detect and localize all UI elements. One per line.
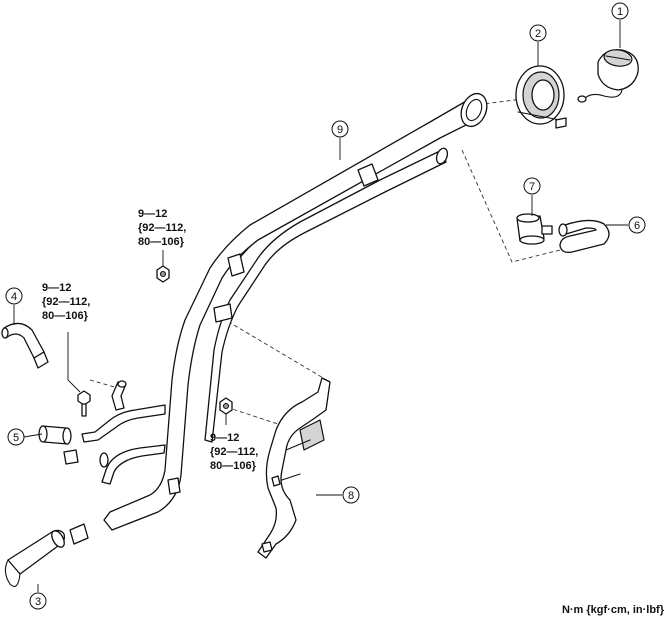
svg-text:4: 4 xyxy=(11,291,17,303)
callout-5: 5 xyxy=(7,428,25,446)
callout-4: 4 xyxy=(5,287,23,305)
torque-label-left: 9—12 {92—112, 80—106} xyxy=(42,282,90,322)
callout-8: 8 xyxy=(342,486,360,504)
nut-icon xyxy=(156,265,170,283)
svg-text:80—106}: 80—106} xyxy=(138,236,185,248)
filler-pipe xyxy=(81,92,488,531)
fuel-cap xyxy=(577,49,639,103)
callout-1: 1 xyxy=(611,2,629,20)
units-note: N·m {kgf·cm, in·lbf} xyxy=(562,604,665,616)
svg-text:2: 2 xyxy=(535,28,541,40)
assembly-dash-lines xyxy=(89,95,581,429)
svg-text:6: 6 xyxy=(634,220,640,232)
svg-text:8: 8 xyxy=(348,490,354,502)
torque-label-lower: 9—12 {92—112, 80—106} xyxy=(210,432,258,472)
lower-hose xyxy=(4,523,89,587)
svg-text:80—106}: 80—106} xyxy=(210,460,257,472)
bolt-icon xyxy=(77,390,91,417)
bent-hose xyxy=(558,219,610,254)
check-valve xyxy=(516,213,553,245)
fasteners xyxy=(77,265,233,417)
callout-3: 3 xyxy=(29,592,47,610)
svg-text:80—106}: 80—106} xyxy=(42,310,89,322)
svg-text:{92—112,: {92—112, xyxy=(42,296,90,308)
callout-7: 7 xyxy=(523,177,541,195)
torque-leaders xyxy=(67,250,227,425)
protector-shield xyxy=(257,377,331,559)
hose-upper-left xyxy=(1,322,49,369)
torque-label-top: 9—12 {92—112, 80—106} xyxy=(138,208,186,248)
svg-text:9—12: 9—12 xyxy=(210,432,239,444)
filler-ring xyxy=(515,65,567,129)
callout-9: 9 xyxy=(331,120,349,138)
svg-text:1: 1 xyxy=(617,6,623,18)
svg-text:9—12: 9—12 xyxy=(42,282,71,294)
svg-text:{92—112,: {92—112, xyxy=(138,222,186,234)
callout-leaders xyxy=(13,20,628,592)
short-hose xyxy=(38,425,79,465)
svg-text:9: 9 xyxy=(337,124,343,136)
callout-6: 6 xyxy=(628,216,646,234)
callout-2: 2 xyxy=(529,24,547,42)
svg-text:5: 5 xyxy=(13,432,19,444)
svg-text:3: 3 xyxy=(35,596,41,608)
svg-text:9—12: 9—12 xyxy=(138,208,167,220)
nut-icon xyxy=(219,397,233,415)
svg-text:{92—112,: {92—112, xyxy=(210,446,258,458)
svg-text:7: 7 xyxy=(529,181,535,193)
